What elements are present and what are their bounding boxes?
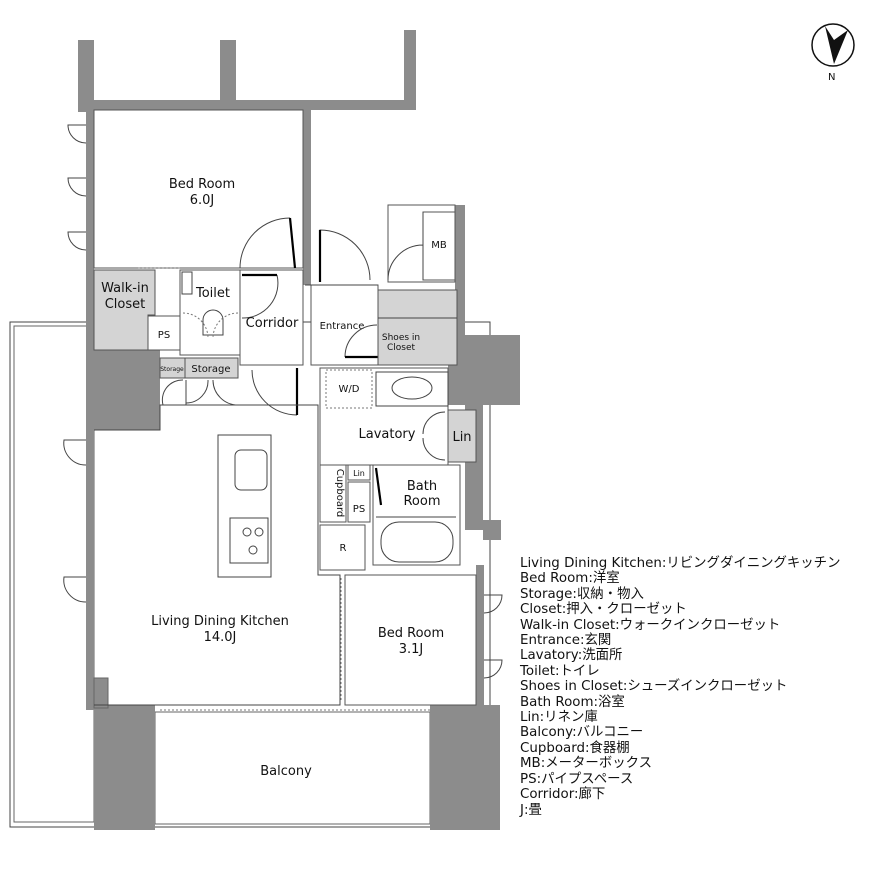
storage bbox=[184, 357, 239, 379]
legend-item: J:畳 bbox=[520, 802, 542, 818]
legend-item: Corridor:廊下 bbox=[520, 787, 606, 803]
bath-label-1: Bath bbox=[407, 479, 437, 494]
storage-small-label: Storage bbox=[160, 366, 184, 373]
living-dining-kitchen bbox=[94, 404, 341, 706]
storage-doors[interactable] bbox=[161, 379, 239, 406]
ps-2 bbox=[347, 481, 371, 523]
ldk-size: 14.0J bbox=[204, 630, 237, 645]
r-label: R bbox=[340, 543, 347, 554]
legend: Living Dining Kitchen:リビングダイニングキッチン Bed … bbox=[520, 556, 840, 818]
legend-item: Cupboard:食器棚 bbox=[520, 740, 630, 756]
bedroom-1-window-doors bbox=[67, 124, 87, 251]
legend-item: Lin:リネン庫 bbox=[520, 710, 598, 726]
bath-label-2: Room bbox=[403, 494, 440, 509]
ldk-window-doors bbox=[63, 439, 87, 603]
lavatory bbox=[319, 367, 449, 466]
balcony-label: Balcony bbox=[260, 764, 312, 779]
refrigerator-space bbox=[319, 524, 366, 571]
bedroom-1 bbox=[93, 109, 304, 269]
shoes-closet-door-swing[interactable] bbox=[344, 324, 378, 358]
ldk-door-swing[interactable] bbox=[251, 369, 298, 416]
legend-item: Living Dining Kitchen:リビングダイニングキッチン bbox=[520, 556, 841, 571]
ps-1-label: PS bbox=[158, 330, 170, 341]
walk-in-closet bbox=[93, 269, 156, 351]
legend-item: Walk-in Closet:ウォークインクローゼット bbox=[520, 617, 781, 633]
legend-item: MB:メーターボックス bbox=[520, 756, 652, 772]
bedroom-2-name: Bed Room bbox=[378, 626, 444, 641]
stove-icon bbox=[229, 517, 269, 564]
legend-item: Entrance:玄関 bbox=[520, 633, 612, 649]
bedroom-2 bbox=[344, 574, 477, 706]
bedroom-1-name: Bed Room bbox=[169, 177, 235, 192]
toilet-door-swing[interactable] bbox=[241, 274, 279, 319]
linen-2 bbox=[347, 464, 371, 481]
legend-item: Bath Room:浴室 bbox=[520, 694, 625, 710]
bedroom-1-size: 6.0J bbox=[190, 193, 215, 208]
shoes-closet-label-1: Shoes in bbox=[382, 333, 420, 343]
sink-icon bbox=[391, 376, 433, 400]
legend-item: Balcony:バルコニー bbox=[520, 725, 644, 741]
legend-item: Bed Room:洋室 bbox=[520, 571, 620, 587]
north-compass-icon: N bbox=[811, 23, 855, 83]
cupboard bbox=[319, 464, 347, 523]
compass-north-label: N bbox=[828, 72, 835, 83]
legend-item: PS:パイプスペース bbox=[520, 771, 634, 787]
kitchen-sink-icon bbox=[234, 449, 268, 491]
shoes-in-closet bbox=[377, 289, 458, 366]
toilet-bowl-icon bbox=[202, 309, 224, 336]
lin-2-label: Lin bbox=[353, 469, 365, 478]
lin-1-label: Lin bbox=[452, 430, 471, 445]
toilet bbox=[179, 269, 241, 356]
bedroom-1-door[interactable] bbox=[288, 217, 297, 269]
bedroom-1-door-swing[interactable] bbox=[239, 217, 291, 269]
linen-1 bbox=[447, 409, 477, 463]
wd-label: W/D bbox=[339, 384, 360, 395]
bath-door[interactable] bbox=[374, 467, 383, 506]
washer-dryer bbox=[325, 369, 373, 409]
legend-item: Lavatory:洗面所 bbox=[520, 648, 623, 664]
bedroom-2-size: 3.1J bbox=[399, 642, 424, 657]
ps-2-label: PS bbox=[353, 504, 365, 515]
entrance-label: Entrance bbox=[320, 321, 365, 332]
bath-room bbox=[372, 464, 461, 566]
legend-item: Toilet:トイレ bbox=[520, 663, 600, 679]
corridor-label: Corridor bbox=[246, 316, 299, 331]
side-balcony bbox=[13, 325, 95, 823]
mb-label: MB bbox=[431, 240, 447, 251]
lavatory-label: Lavatory bbox=[359, 427, 416, 442]
legend-item: Closet:押入・クローゼット bbox=[520, 602, 687, 618]
mb-door[interactable] bbox=[387, 212, 424, 281]
walk-in-closet-label-1: Walk-in bbox=[101, 281, 149, 296]
legend-item: Storage:収納・物入 bbox=[520, 586, 644, 602]
balcony bbox=[154, 711, 431, 825]
storage-label: Storage bbox=[191, 364, 230, 375]
ldk-name: Living Dining Kitchen bbox=[151, 614, 289, 629]
legend-item: Shoes in Closet:シューズインクローゼット bbox=[520, 679, 788, 695]
linen-doors[interactable] bbox=[422, 411, 446, 461]
toilet-label: Toilet bbox=[195, 286, 230, 301]
entrance bbox=[310, 284, 379, 366]
bedroom-2-window-doors bbox=[483, 594, 503, 679]
exterior-walls bbox=[78, 30, 520, 830]
bathtub-icon bbox=[380, 521, 454, 563]
cupboard-label: Cupboard bbox=[334, 469, 345, 518]
front-door-swing[interactable] bbox=[319, 229, 371, 281]
walk-in-closet-label-2: Closet bbox=[105, 297, 146, 312]
kitchen-island bbox=[217, 434, 272, 578]
shoes-closet-label-2: Closet bbox=[387, 343, 416, 353]
